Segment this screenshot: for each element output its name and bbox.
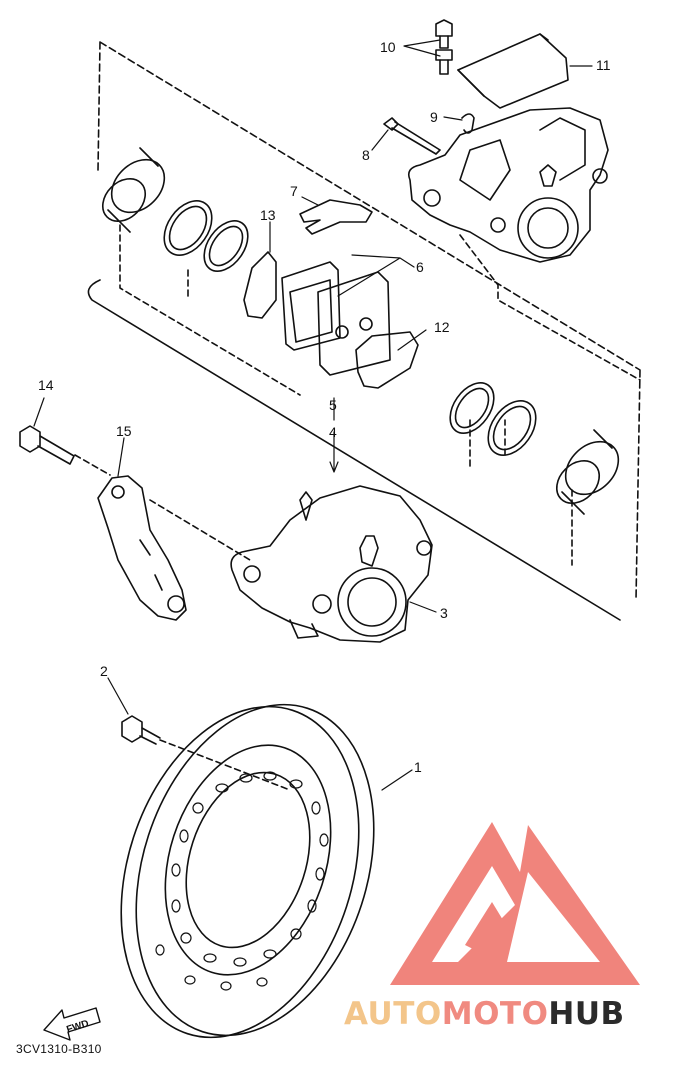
upper-exploded-frame (97, 41, 641, 601)
pad-shim-part-b (355, 331, 419, 389)
brake-pad-part-b (317, 271, 391, 376)
callout-6: 6 (416, 259, 424, 275)
bracket-bolt-part (19, 425, 75, 465)
callout-3: 3 (440, 605, 448, 621)
pad-pin-part (383, 117, 441, 155)
caliper-cover-part (457, 33, 569, 109)
pad-spring-part (299, 199, 373, 235)
watermark-part-auto: AUTO (344, 996, 442, 1032)
callout-2: 2 (100, 663, 108, 679)
brake-pad-part-a (281, 261, 341, 351)
bolt-dashed-lines (74, 454, 291, 791)
callout-14: 14 (38, 377, 54, 393)
watermark-logo-icon (390, 822, 640, 985)
callout-11: 11 (596, 57, 611, 73)
callout-1: 1 (414, 759, 422, 775)
callout-4: 4 (329, 424, 337, 440)
disc-holes (155, 771, 329, 991)
dust-seal-upper (203, 220, 249, 272)
diagram-code: 3CV1310-B310 (16, 1042, 102, 1056)
callout-5: 5 (329, 397, 337, 413)
watermark-part-moto: MOTO (441, 996, 549, 1032)
caliper-guide-lines (459, 234, 641, 381)
dust-seal-lower (449, 382, 495, 434)
piston-seal-upper (163, 200, 213, 256)
piston-part-lower (555, 429, 620, 515)
rotor-bolt-part (121, 715, 161, 745)
caliper-bracket-part (97, 475, 187, 621)
callout-12: 12 (434, 319, 450, 335)
leader-lines (33, 39, 593, 791)
lower-bracket-line (87, 279, 621, 621)
piston-part-upper (101, 147, 166, 233)
lower-caliper-part (230, 485, 433, 643)
watermark-text: AUTOMOTOHUB (344, 996, 625, 1032)
seal-guide-lines (119, 224, 573, 566)
callout-10: 10 (380, 39, 396, 55)
callout-9: 9 (430, 109, 438, 125)
upper-caliper-part (407, 107, 609, 263)
callout-7: 7 (290, 183, 298, 199)
callout-13: 13 (260, 207, 276, 223)
fwd-arrow-icon (43, 1007, 101, 1041)
callout-15: 15 (116, 423, 132, 439)
piston-seal-lower (487, 400, 537, 456)
pad-shim-part (243, 251, 277, 319)
watermark-part-hub: HUB (548, 996, 625, 1032)
callout-8: 8 (362, 147, 370, 163)
fwd-label: FWD (65, 1018, 90, 1036)
bleed-screw-part (435, 19, 453, 75)
